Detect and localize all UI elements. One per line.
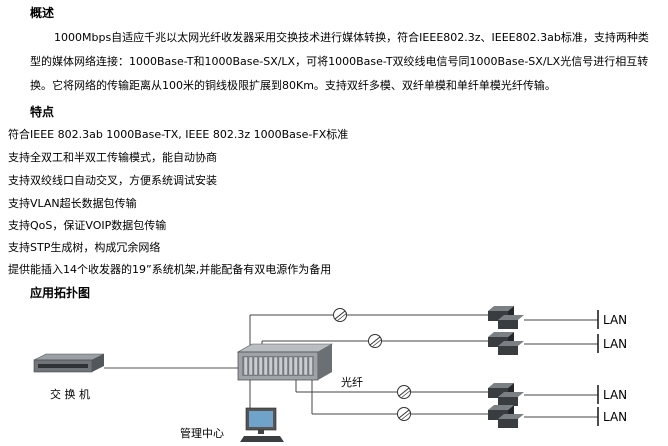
switch-label: 交 换 机 (50, 387, 90, 401)
mgmt-label: 管理中心 (180, 426, 224, 440)
feature-item: 支持QoS，保证VOIP数据包传输 (8, 219, 167, 232)
overview-heading: 概述 (30, 6, 55, 20)
features-heading: 特点 (30, 105, 55, 119)
fiber-coil-icon (397, 385, 412, 399)
fiber-coil-icon (368, 334, 383, 348)
feature-item: 支持双绞线口自动交叉，方便系统调试安装 (8, 174, 217, 187)
lan-label: LAN (603, 410, 627, 424)
media-converter (488, 306, 524, 329)
fiber-coil-icon (397, 407, 412, 421)
lan-label: LAN (603, 337, 627, 351)
topology-diagram: 交 换 机 光纤 (33, 306, 627, 442)
computer-icon (240, 407, 284, 442)
lan-label: LAN (603, 313, 627, 327)
topology-heading: 应用拓扑图 (30, 286, 91, 300)
fiber-coil-icon (333, 308, 348, 322)
feature-item: 支持STP生成树，构成冗余网络 (8, 241, 161, 254)
media-converter (488, 332, 524, 355)
lan-label: LAN (603, 388, 627, 402)
media-converter (488, 383, 524, 406)
feature-item: 符合IEEE 802.3ab 1000Base-TX, IEEE 802.3z … (8, 128, 349, 141)
switch-device (33, 353, 105, 373)
fiber-label: 光纤 (341, 375, 363, 389)
feature-item: 支持VLAN超长数据包传输 (8, 197, 137, 210)
media-converter (488, 405, 524, 428)
feature-item: 支持全双工和半双工传输模式，能自动协商 (8, 151, 217, 164)
converter-chassis (236, 343, 334, 381)
overview-paragraph: 1000Mbps自适应千兆以太网光纤收发器采用交换技术进行媒体转换，符合IEEE… (30, 26, 655, 98)
overview-text: 1000Mbps自适应千兆以太网光纤收发器采用交换技术进行媒体转换，符合IEEE… (30, 31, 649, 92)
feature-item: 提供能插入14个收发器的19”系统机架,并能配备有双电源作为备用 (8, 263, 332, 276)
